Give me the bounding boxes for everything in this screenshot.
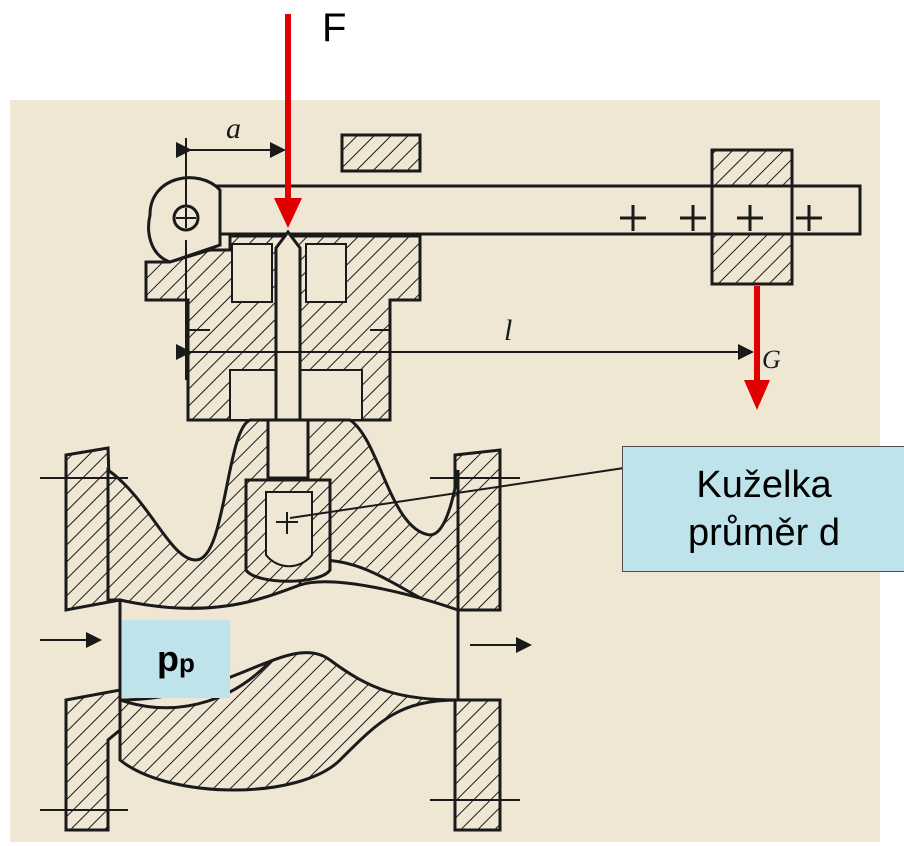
valve-stem [274, 229, 302, 422]
dimension-l: l G [176, 240, 781, 380]
pressure-subscript: p [179, 647, 195, 678]
callout-leader [289, 467, 625, 519]
force-arrow-F [274, 14, 302, 228]
force-F-label: F [322, 6, 347, 50]
dimension-l-label: l [504, 314, 512, 347]
pressure-symbol: p [157, 638, 180, 679]
dimension-a-label: a [226, 112, 241, 145]
callout-line-2: průměr d [687, 512, 841, 554]
weight-position-marks [620, 205, 822, 231]
valve-plug [244, 418, 332, 583]
weight-arrow-G [744, 286, 770, 410]
callout-line-1: Kuželka [696, 464, 832, 506]
plug-callout: Kuželka průměr d [622, 446, 904, 572]
weight-G-label: G [762, 345, 781, 374]
lever-guide [340, 133, 422, 173]
sliding-weight [710, 148, 794, 286]
